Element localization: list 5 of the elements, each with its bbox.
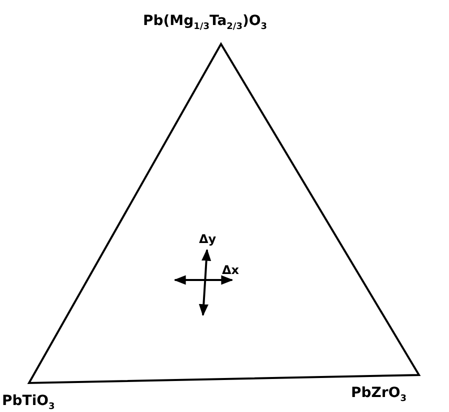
axis-label: Δx	[222, 264, 240, 276]
vertex-label: PbTiO$_{3}$	[2, 394, 55, 412]
vertex-label: PbZrO$_{3}$	[351, 386, 407, 404]
axis-label: Δy	[199, 233, 216, 245]
vertex-label: Pb(Mg$_{1/3}$Ta$_{2/3}$)O$_{3}$	[143, 14, 268, 32]
